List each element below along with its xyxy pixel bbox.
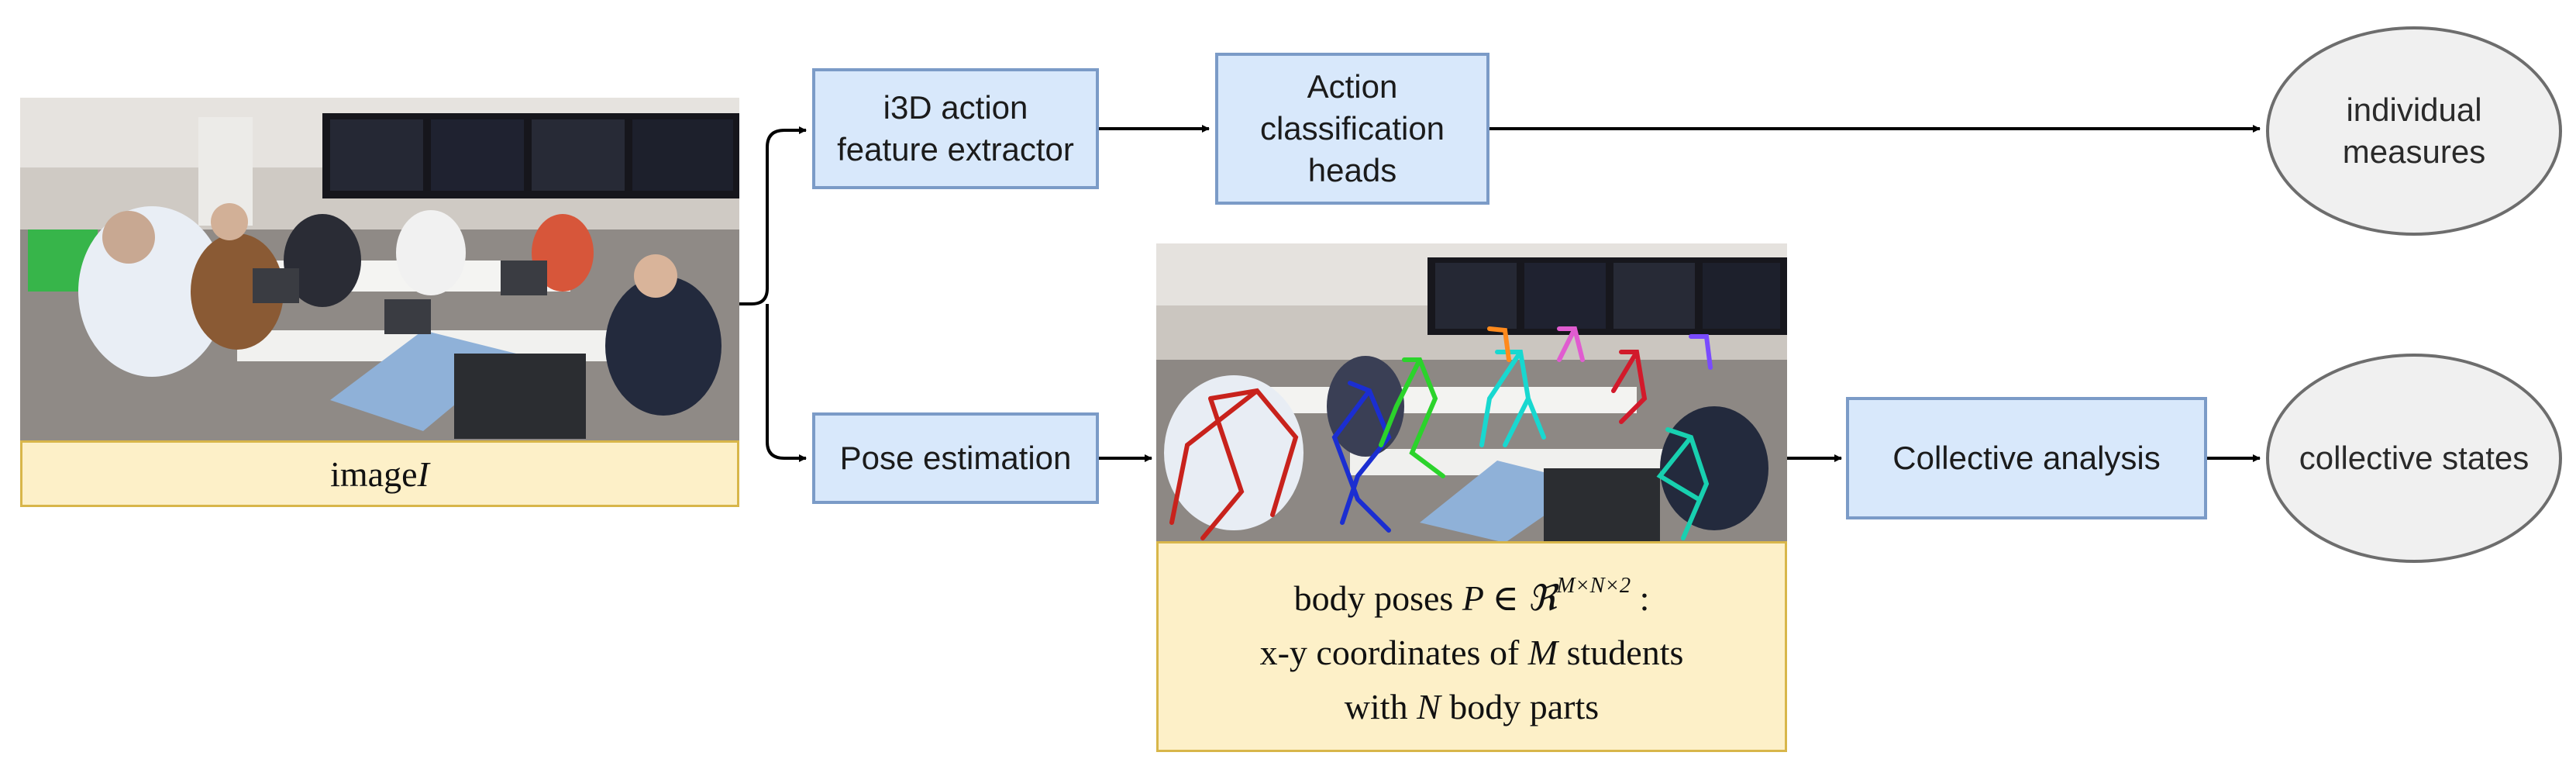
- split-connector: [739, 126, 807, 305]
- body-poses-line-3: with N body parts: [1344, 686, 1600, 726]
- individual-measures-ellipse: individual measures: [2266, 26, 2562, 236]
- action-classification-heads-box: Action classification heads: [1215, 53, 1489, 205]
- body-poses-line-2: x-y coordinates of M students: [1259, 632, 1684, 672]
- classroom-photo: [20, 98, 739, 442]
- i3d-feature-extractor-label: i3D action feature extractor: [837, 89, 1074, 167]
- body-parts-symbol: N: [1417, 686, 1441, 726]
- collective-states-label: collective states: [2299, 440, 2530, 476]
- split-connector-lower: [766, 304, 807, 462]
- action-classification-heads-label: Action classification heads: [1259, 68, 1445, 188]
- collective-states-ellipse: collective states: [2266, 354, 2562, 563]
- collective-analysis-box: Collective analysis: [1846, 397, 2207, 519]
- collective-analysis-label: Collective analysis: [1892, 440, 2161, 476]
- pose-estimation-box: Pose estimation: [812, 412, 1099, 504]
- pose-estimation-label: Pose estimation: [839, 440, 1072, 476]
- image-caption-text: image: [330, 454, 418, 494]
- image-symbol: I: [417, 454, 429, 494]
- pose-annotated-photo: [1156, 243, 1787, 543]
- individual-measures-label: individual measures: [2342, 91, 2486, 170]
- pose-set-symbol: P ∈ ℜ: [1462, 578, 1557, 618]
- pose-set-dimensions: M×N×2: [1556, 574, 1631, 599]
- body-poses-caption: body poses P ∈ ℜM×N×2 : x-y coordinates …: [1156, 541, 1787, 752]
- image-caption: image I: [20, 440, 739, 507]
- body-poses-line-1: body poses P ∈ ℜM×N×2 :: [1293, 574, 1650, 618]
- i3d-feature-extractor-box: i3D action feature extractor: [812, 68, 1099, 189]
- students-symbol: M: [1527, 632, 1558, 672]
